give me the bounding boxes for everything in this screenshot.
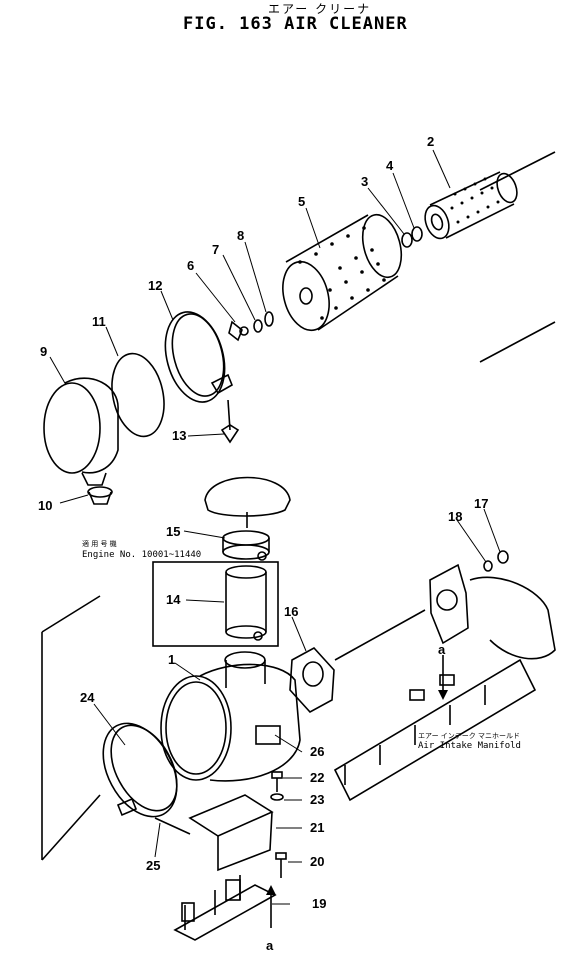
- callout-3: 3: [361, 174, 368, 189]
- nameplate: [255, 725, 281, 745]
- nut-icon: [497, 550, 509, 564]
- callout-17: 17: [474, 496, 488, 511]
- washer-icon: [483, 560, 493, 572]
- engine-note-japanese: 適 用 号 機: [82, 539, 117, 548]
- mount-bolt-upper: [271, 771, 283, 792]
- washer-icon: [270, 793, 284, 801]
- frame-line: [479, 151, 556, 191]
- callout-2: 2: [427, 134, 434, 149]
- flange-gasket: [289, 646, 335, 714]
- callout-15: 15: [166, 524, 180, 539]
- inlet-pipe: [225, 565, 267, 641]
- callout-25: 25: [146, 858, 160, 873]
- match-mark-a-top: a: [438, 642, 446, 657]
- air-cleaner-body: [160, 651, 301, 782]
- inner-filter-element: [424, 171, 518, 240]
- intake-elbow: [429, 563, 556, 660]
- intake-manifold: [333, 658, 537, 802]
- dust-valve: [87, 486, 113, 505]
- applicability-box: [152, 561, 279, 647]
- match-mark-a-bottom: a: [266, 938, 274, 953]
- base-bracket: [173, 875, 277, 941]
- band-bolt: [154, 817, 191, 835]
- callout-18: 18: [448, 509, 462, 524]
- callout-20: 20: [310, 854, 324, 869]
- callout-11: 11: [92, 314, 106, 329]
- seal-ring-icon: [264, 311, 274, 327]
- center-line: [334, 609, 426, 661]
- clamp-bolt: [220, 399, 240, 444]
- wing-nut-icon: [228, 320, 249, 342]
- manifold-label: Air Intake Manifold: [418, 741, 521, 751]
- air-cleaner-cover: [43, 377, 119, 486]
- callout-9: 9: [40, 344, 47, 359]
- outer-filter-element: [282, 213, 403, 332]
- callout-10: 10: [38, 498, 52, 513]
- callout-4: 4: [386, 158, 394, 173]
- mounting-band: [102, 722, 178, 818]
- callout-8: 8: [237, 228, 244, 243]
- mount-bolt-lower: [275, 852, 287, 878]
- callout-1: 1: [168, 652, 175, 667]
- gasket-ring: [111, 352, 165, 438]
- engine-range-note: Engine No. 10001~11440: [82, 550, 201, 560]
- callout-24: 24: [80, 690, 95, 705]
- callout-labels: 1 2 3 4 5 6 7 8 9 10 11 12 13 14 15 16 1…: [38, 134, 488, 953]
- band-clamp: [164, 311, 234, 403]
- callout-16: 16: [284, 604, 298, 619]
- callout-13: 13: [172, 428, 186, 443]
- washer-icon: [401, 232, 413, 248]
- callout-7: 7: [212, 242, 219, 257]
- rain-cap: [204, 476, 291, 528]
- frame-line: [479, 321, 556, 363]
- callout-6: 6: [187, 258, 194, 273]
- callout-21: 21: [310, 820, 324, 835]
- callout-22: 22: [310, 770, 324, 785]
- mounting-bracket: [188, 794, 274, 872]
- figure-title: FIG. 163 AIR CLEANER: [183, 14, 408, 34]
- callout-12: 12: [148, 278, 162, 293]
- stack-clamp: [222, 530, 270, 561]
- callout-14: 14: [166, 592, 181, 607]
- callout-26: 26: [310, 744, 324, 759]
- frame-line: [41, 595, 101, 633]
- arrowhead-icon: [438, 690, 448, 700]
- callout-5: 5: [298, 194, 305, 209]
- manifold-label-japanese: エアー インテーク マニホールド: [418, 732, 520, 740]
- arrowhead-icon: [266, 885, 276, 895]
- washer-icon: [253, 319, 263, 333]
- figure-title-japanese: エアー クリーナ: [268, 2, 372, 16]
- callout-19: 19: [312, 896, 326, 911]
- frame-line: [41, 794, 101, 861]
- nut-icon: [411, 226, 423, 242]
- perforation-pattern: [298, 177, 500, 320]
- callout-23: 23: [310, 792, 324, 807]
